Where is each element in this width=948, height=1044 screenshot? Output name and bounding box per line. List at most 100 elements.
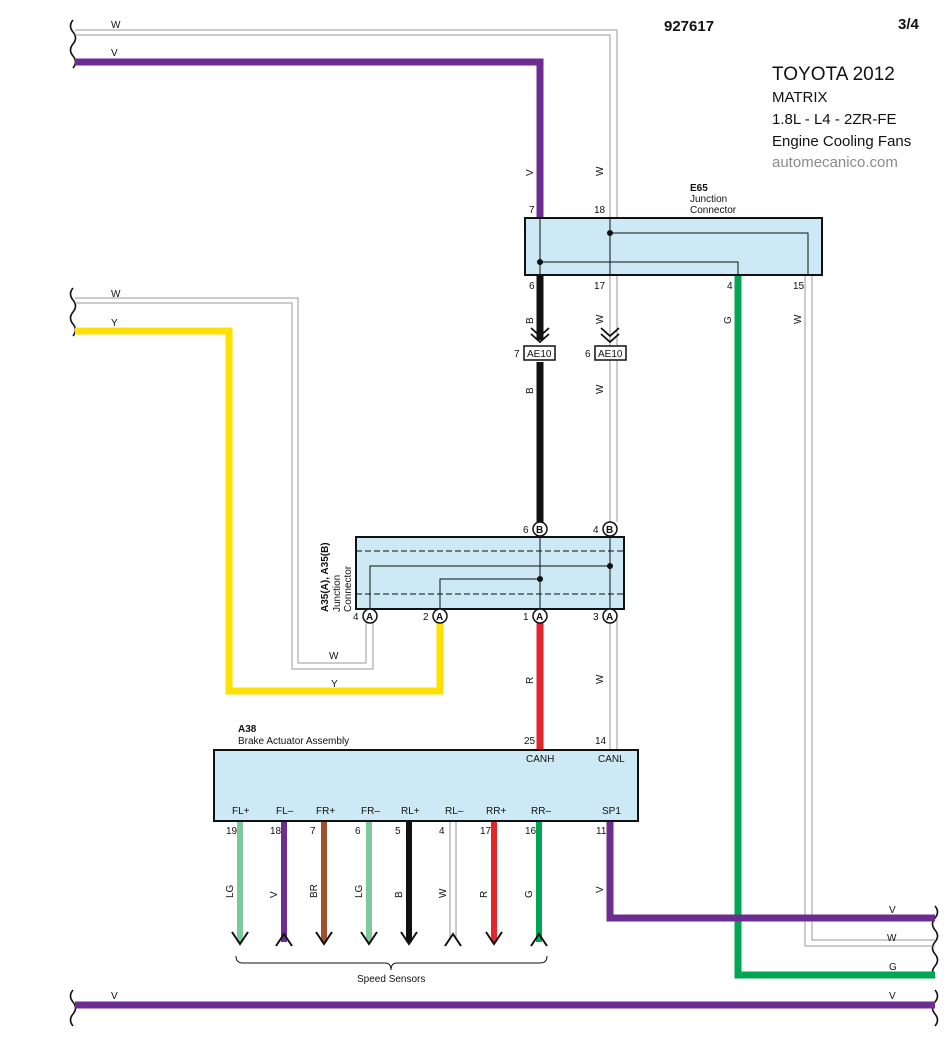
arrow-down-icon xyxy=(485,931,503,946)
e65-name-1: Junction xyxy=(690,194,727,205)
sensor-wire-label: B xyxy=(394,891,405,898)
arrow-up-icon xyxy=(444,932,462,947)
sensor-wire-label: V xyxy=(269,891,280,898)
a35-pin-4-top: 4 xyxy=(593,525,599,536)
a38-terminal-label: FL– xyxy=(276,806,294,817)
wl-v-vert: V xyxy=(525,169,536,176)
sensor-wire-white xyxy=(449,822,457,938)
arrow-down-icon xyxy=(360,931,378,946)
doc-number: 927617 xyxy=(664,18,714,35)
wire-violet-top xyxy=(75,58,544,220)
a35-pin-6: 6 xyxy=(523,525,529,536)
wl-right-w: W xyxy=(887,933,897,944)
a35-id: A35(A), A35(B) xyxy=(320,542,331,612)
speed-sensors-brace xyxy=(235,955,548,971)
engine-spec: 1.8L - L4 - 2ZR-FE xyxy=(772,111,896,128)
ae10-right-pin: 6 xyxy=(585,349,591,360)
a38-label-canh: CANH xyxy=(526,754,554,765)
wl-v-sp1: V xyxy=(595,886,606,893)
wl-w-can: W xyxy=(595,674,606,684)
arrow-down-icon xyxy=(400,931,418,946)
a38-terminal-label: RL+ xyxy=(401,806,420,817)
a38-terminal-label: FR– xyxy=(361,806,380,817)
wl-y-a35: Y xyxy=(331,679,338,690)
arrow-down-icon xyxy=(315,931,333,946)
sensor-wire-label: G xyxy=(524,890,535,898)
a38-terminal-label: RR+ xyxy=(486,806,506,817)
arrow-up-icon xyxy=(275,932,293,947)
wire-yellow xyxy=(75,327,444,695)
e65-id: E65 xyxy=(690,183,708,194)
wl-b-1: B xyxy=(525,317,536,324)
wl-bottom-v: V xyxy=(111,991,118,1002)
a38-pin-canl: 14 xyxy=(595,736,607,747)
e65-pin-15: 15 xyxy=(793,281,805,292)
e65-name-2: Connector xyxy=(690,205,737,216)
sensor-wire-label: LG xyxy=(225,884,236,898)
a38-box xyxy=(213,749,639,822)
wl-r-can: R xyxy=(525,677,536,684)
wl-right-g: G xyxy=(889,962,897,973)
wl-w-15: W xyxy=(793,314,804,324)
a38-terminal-pin: 16 xyxy=(525,826,537,837)
wire-color-labels: W V W Y V W B W G W B W W Y R W V V W G … xyxy=(111,20,897,1002)
arrow-up-icon xyxy=(530,932,548,947)
svg-text:AE10: AE10 xyxy=(598,349,623,360)
e65-connector xyxy=(524,217,823,276)
e65-pin-18: 18 xyxy=(594,205,606,216)
ae10-left-pin: 7 xyxy=(514,349,520,360)
wl-g-vert: G xyxy=(723,316,734,324)
wire-violet-sp1 xyxy=(606,822,935,922)
e65-pin-17: 17 xyxy=(594,281,606,292)
a35-name-1: Junction xyxy=(332,575,343,612)
white-wires xyxy=(75,29,935,947)
a38-terminal-pin: 19 xyxy=(226,826,238,837)
speed-sensors-label: Speed Sensors xyxy=(357,974,425,985)
a38-terminal-pin: 6 xyxy=(355,826,361,837)
wl-left-w: W xyxy=(111,289,121,300)
wl-w-1: W xyxy=(595,314,606,324)
e65-pin-4: 4 xyxy=(727,281,733,292)
e65-pin-6: 6 xyxy=(529,281,535,292)
wl-w-vert: W xyxy=(595,166,606,176)
wl-b-2: B xyxy=(525,387,536,394)
sensor-wire-label: W xyxy=(438,888,449,898)
left-break-marks xyxy=(69,19,77,1027)
ae10-right: AE10 6 xyxy=(585,345,627,361)
svg-text:AE10: AE10 xyxy=(527,349,552,360)
a38-terminal-label: FR+ xyxy=(316,806,335,817)
sensor-wire-label: R xyxy=(479,891,490,898)
wl-top-v: V xyxy=(111,48,118,59)
a35-letter-top-2: B xyxy=(606,525,613,536)
a35-letter-bot-4: A xyxy=(606,612,613,623)
wl-left-y: Y xyxy=(111,318,118,329)
a35-pin-4: 4 xyxy=(353,612,359,623)
wire-green-right xyxy=(734,275,935,979)
a38-terminal-label: RR– xyxy=(531,806,551,817)
a38-terminal-label: RL– xyxy=(445,806,464,817)
a35-pin-2: 2 xyxy=(423,612,429,623)
a38-name: Brake Actuator Assembly xyxy=(238,736,349,747)
a38-id: A38 xyxy=(238,724,257,735)
arrow-down-icon xyxy=(231,931,249,946)
colored-wires xyxy=(75,58,935,1009)
ae10-left: AE10 7 xyxy=(514,345,556,361)
a38-terminal-pin: 5 xyxy=(395,826,401,837)
a35-name-2: Connector xyxy=(343,565,354,612)
wl-w-a35: W xyxy=(329,651,339,662)
a38-terminal-label: FL+ xyxy=(232,806,250,817)
a38-terminals: FL+19LGFL–18VFR+7BRFR–6LGRL+5BRL–4WRR+17… xyxy=(225,806,621,947)
wl-top-w: W xyxy=(111,20,121,31)
a35-letter-top-1: B xyxy=(536,525,543,536)
wl-w-2: W xyxy=(595,384,606,394)
a35-letter-bot-3: A xyxy=(536,612,543,623)
a38-terminal-pin: 4 xyxy=(439,826,445,837)
vehicle-model: MATRIX xyxy=(772,89,828,106)
a38-terminal-pin: 11 xyxy=(596,826,607,837)
a35-pin-3: 3 xyxy=(593,612,599,623)
a35-pin-1: 1 xyxy=(523,612,529,623)
a38-terminal-label: SP1 xyxy=(602,806,621,817)
system-name: Engine Cooling Fans xyxy=(772,133,911,150)
sensor-wire-label: LG xyxy=(354,884,365,898)
